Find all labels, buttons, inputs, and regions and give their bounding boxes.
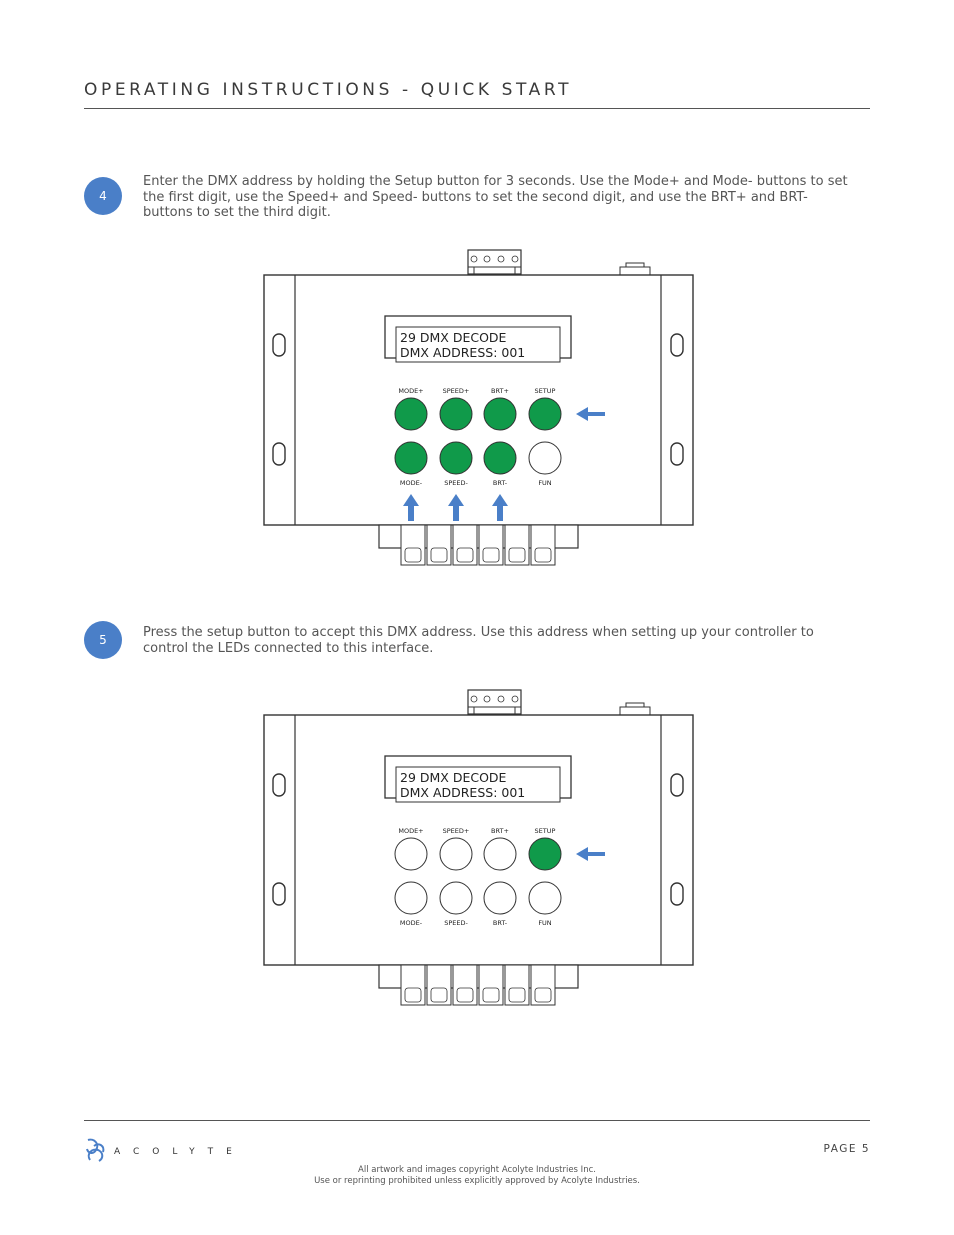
arrow-up-icon [448,494,464,521]
step-badge-4: 4 [84,177,122,215]
label-setup: SETUP [535,827,556,835]
label-speed-plus: SPEED+ [443,387,470,395]
arrow-up-icon [403,494,419,521]
header-divider [84,108,870,109]
brt-plus-button [483,397,517,431]
brand-wordmark: ACOLYTE [114,1147,245,1157]
copyright-line-2: Use or reprinting prohibited unless expl… [314,1176,640,1186]
speed-plus-button [439,397,473,431]
label-speed-minus: SPEED- [444,479,468,487]
setup-button [528,397,562,431]
mode-minus-button [394,881,428,915]
label-brt-plus: BRT+ [491,387,509,395]
label-setup: SETUP [535,387,556,395]
label-fun: FUN [538,919,551,927]
lcd-line-2: DMX ADDRESS: 001 [400,785,525,800]
footer-divider [84,1120,870,1121]
page-number: PAGE 5 [823,1143,870,1155]
brt-minus-button [483,881,517,915]
dmx-decoder-diagram-step-5: 29 DMX DECODE DMX ADDRESS: 001 MODE+ SPE… [263,689,694,1006]
copyright-line-1: All artwork and images copyright Acolyte… [358,1165,596,1175]
speed-minus-button [439,441,473,475]
lcd-line-1: 29 DMX DECODE [400,330,507,345]
label-speed-plus: SPEED+ [443,827,470,835]
step-5-instructions: Press the setup button to accept this DM… [143,625,814,656]
page-title: OPERATING INSTRUCTIONS - QUICK START [84,80,573,100]
speed-minus-button [439,881,473,915]
mode-minus-button [394,441,428,475]
label-fun: FUN [538,479,551,487]
arrow-left-icon [576,847,605,861]
fun-button [528,881,562,915]
arrow-up-icon [492,494,508,521]
label-mode-plus: MODE+ [398,387,423,395]
mode-plus-button [394,837,428,871]
brt-plus-button [483,837,517,871]
lcd-line-2: DMX ADDRESS: 001 [400,345,525,360]
mode-plus-button [394,397,428,431]
step-4-instructions: Enter the DMX address by holding the Set… [143,174,848,220]
brt-minus-button [483,441,517,475]
label-brt-minus: BRT- [493,479,508,487]
arrow-left-icon [576,407,605,421]
copyright-notice: All artwork and images copyright Acolyte… [0,1165,954,1187]
label-speed-minus: SPEED- [444,919,468,927]
acolyte-logo: ACOLYTE [86,1138,245,1162]
label-mode-minus: MODE- [400,479,423,487]
lcd-line-1: 29 DMX DECODE [400,770,507,785]
step-badge-5: 5 [84,621,122,659]
acolyte-logo-icon [86,1138,105,1162]
label-mode-plus: MODE+ [398,827,423,835]
dmx-decoder-diagram-step-4: 29 DMX DECODE DMX ADDRESS: 001 MODE+ SPE… [263,249,694,566]
label-mode-minus: MODE- [400,919,423,927]
label-brt-plus: BRT+ [491,827,509,835]
label-brt-minus: BRT- [493,919,508,927]
setup-button [528,837,562,871]
fun-button [528,441,562,475]
speed-plus-button [439,837,473,871]
